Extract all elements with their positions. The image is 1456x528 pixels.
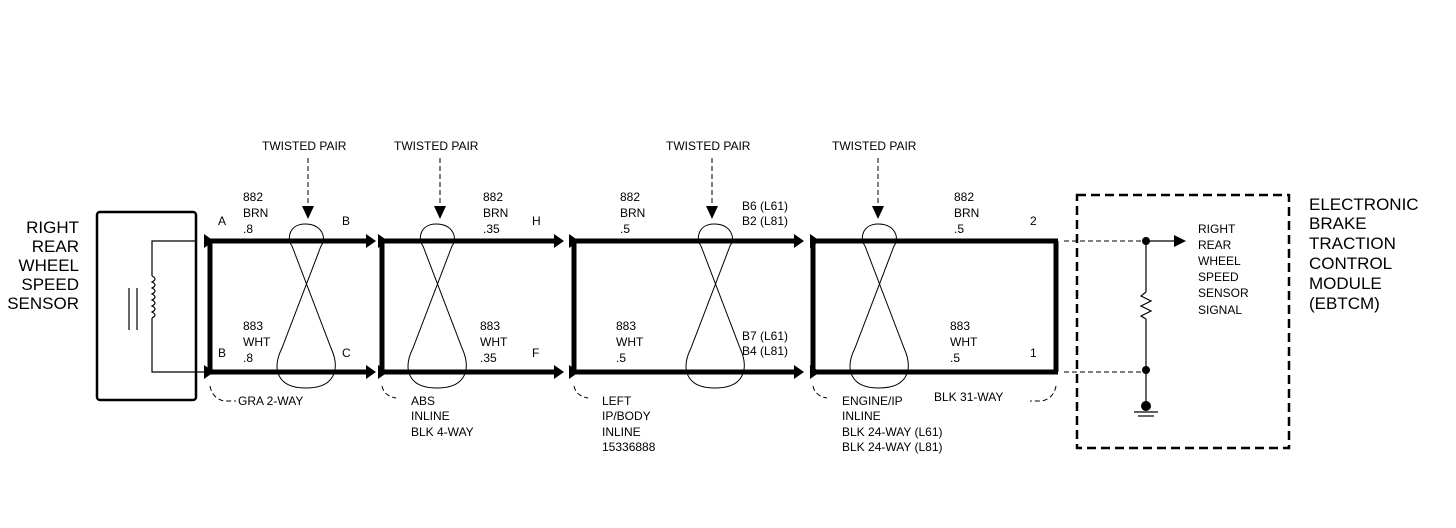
twisted-pair-label: TWISTED PAIR — [832, 139, 917, 153]
wire-color: WHT — [616, 335, 644, 349]
pin-label: 1 — [1030, 346, 1037, 360]
connector-label: BLK 24-WAY (L81) — [842, 440, 943, 454]
signal-label-line: SIGNAL — [1198, 303, 1242, 317]
arrow-icon — [706, 206, 718, 219]
sensor-label-line: RIGHT — [26, 218, 79, 237]
wire-circuit: 883 — [616, 319, 636, 333]
module-title-line: TRACTION — [1309, 234, 1396, 253]
module-title-line: ELECTRONIC — [1309, 195, 1419, 214]
pin-label: C — [342, 346, 351, 360]
connector-label: INLINE — [842, 409, 881, 423]
connector-label: BLK 31-WAY — [934, 390, 1003, 404]
pin-label: B2 (L81) — [742, 214, 788, 228]
module-title: ELECTRONIC BRAKE TRACTION CONTROL MODULE… — [1309, 195, 1419, 313]
wire-color: WHT — [950, 335, 978, 349]
wire-gauge: .5 — [950, 351, 960, 365]
wire-circuit: 882 — [620, 190, 640, 204]
sensor-label-line: SENSOR — [7, 294, 79, 313]
twisted-pair-symbol — [276, 223, 909, 389]
wire-color: WHT — [243, 335, 271, 349]
wire-circuit: 883 — [950, 319, 970, 333]
pin-label: B6 (L61) — [742, 199, 788, 213]
module-title-line: BRAKE — [1309, 214, 1367, 233]
twisted-pair-label: TWISTED PAIR — [394, 139, 479, 153]
sensor-coil-icon — [128, 240, 208, 373]
twisted-pair-labels: TWISTED PAIR TWISTED PAIR TWISTED PAIR T… — [262, 139, 917, 219]
module-title-line: (EBTCM) — [1309, 294, 1380, 313]
pin-label: H — [532, 214, 541, 228]
wire-color: BRN — [954, 206, 979, 220]
sensor-label: RIGHT REAR WHEEL SPEED SENSOR — [7, 218, 79, 313]
segment-2-labels: 882 BRN .35 883 WHT .35 — [480, 190, 508, 365]
sensor-box — [95, 210, 198, 402]
ebtcm-box — [1075, 193, 1291, 450]
connector-label: ABS — [411, 394, 435, 408]
connector-label: LEFT — [602, 394, 632, 408]
connector-label: GRA 2-WAY — [238, 394, 303, 408]
segment-1-labels: 882 BRN .8 883 WHT .8 — [243, 190, 271, 365]
resistor-icon — [1139, 291, 1153, 320]
wire-circuit: 882 — [243, 190, 263, 204]
signal-label-line: REAR — [1198, 238, 1232, 252]
junction-dot — [1142, 366, 1150, 374]
wire-color: WHT — [480, 335, 508, 349]
arrow-icon — [434, 206, 446, 219]
wire-circuit: 882 — [954, 190, 974, 204]
pin-labels: A B B C H F B6 (L61) B2 (L81) B7 (L61) B… — [218, 199, 1037, 360]
wire-color: BRN — [243, 206, 268, 220]
wire-circuit: 883 — [243, 319, 263, 333]
connector-label: ENGINE/IP — [842, 394, 903, 408]
segment-3-labels: 882 BRN .5 883 WHT .5 — [616, 190, 645, 365]
pin-label: B — [218, 346, 226, 360]
pin-label: A — [218, 214, 226, 228]
pin-label: B — [342, 214, 350, 228]
twisted-pair-label: TWISTED PAIR — [262, 139, 347, 153]
connector-labels: GRA 2-WAY ABS INLINE BLK 4-WAY LEFT IP/B… — [209, 385, 1057, 454]
wire-gauge: .5 — [954, 222, 964, 236]
sensor-label-line: SPEED — [21, 275, 79, 294]
connector-label: BLK 24-WAY (L61) — [842, 425, 943, 439]
wire-color: BRN — [483, 206, 508, 220]
pin-label: F — [532, 346, 539, 360]
wire-gauge: .5 — [616, 351, 626, 365]
sensor-label-line: REAR — [32, 237, 79, 256]
wire-gauge: .35 — [483, 222, 500, 236]
segment-4-labels: 882 BRN .5 883 WHT .5 — [950, 190, 979, 365]
module-title-line: CONTROL — [1309, 254, 1392, 273]
wire-gauge: .8 — [243, 351, 253, 365]
connector-label: INLINE — [602, 425, 641, 439]
connector-label: INLINE — [411, 409, 450, 423]
signal-label-line: RIGHT — [1198, 222, 1236, 236]
wire-882-brn — [204, 234, 1058, 248]
connector-label: 15336888 — [602, 440, 656, 454]
wire-gauge: .8 — [243, 222, 253, 236]
arrow-icon — [872, 206, 884, 219]
signal-label-line: WHEEL — [1198, 254, 1241, 268]
sensor-label-line: WHEEL — [19, 256, 79, 275]
wire-gauge: .5 — [620, 222, 630, 236]
module-title-line: MODULE — [1309, 274, 1382, 293]
ebtcm-signal-label: RIGHT REAR WHEEL SPEED SENSOR SIGNAL — [1198, 222, 1249, 317]
connector-label: IP/BODY — [602, 409, 651, 423]
arrow-icon — [302, 206, 314, 219]
twisted-pair-label: TWISTED PAIR — [666, 139, 751, 153]
signal-label-line: SENSOR — [1198, 286, 1249, 300]
pin-label: 2 — [1030, 214, 1037, 228]
signal-label-line: SPEED — [1198, 270, 1239, 284]
wire-circuit: 882 — [483, 190, 503, 204]
wire-color: BRN — [620, 206, 645, 220]
segment-verticals — [207, 241, 1059, 372]
pin-label: B4 (L81) — [742, 344, 788, 358]
wire-gauge: .35 — [480, 351, 497, 365]
arrow-icon — [1174, 235, 1186, 247]
connector-label: BLK 4-WAY — [411, 425, 474, 439]
pin-label: B7 (L61) — [742, 329, 788, 343]
ebtcm-internal-circuit — [1064, 235, 1186, 417]
ground-icon — [1141, 401, 1151, 411]
wire-circuit: 883 — [480, 319, 500, 333]
